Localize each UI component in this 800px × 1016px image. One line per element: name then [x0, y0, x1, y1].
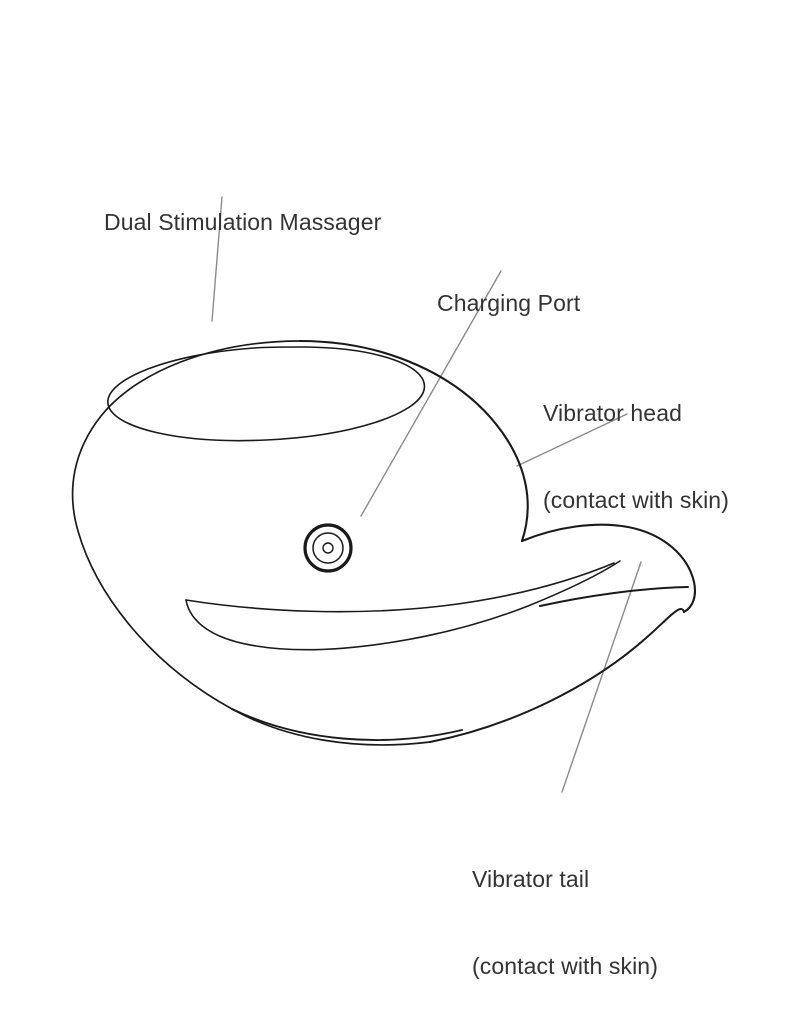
- leader-line-charging: [360, 270, 502, 517]
- product-body-bottom-outline: [231, 708, 463, 741]
- vibrator-tail-underside: [429, 608, 685, 743]
- top-rim-oval: [107, 346, 426, 442]
- leader-lines: [211, 196, 642, 793]
- label-dual-stimulation-massager: Dual Stimulation Massager: [104, 150, 381, 295]
- label-line: Charging Port: [437, 290, 581, 316]
- label-line-secondary: (contact with skin): [472, 953, 658, 979]
- leader-line-massager: [211, 196, 223, 322]
- charging-port-outer-ring: [303, 523, 353, 573]
- vibrator-tail-upper: [520, 523, 697, 614]
- label-charging-port: Charging Port: [437, 231, 580, 376]
- crescent-groove: [185, 562, 615, 613]
- charging-port-middle-ring: [312, 532, 344, 564]
- product-body-outline: [298, 339, 529, 543]
- label-vibrator-tail: Vibrator tail (contact with skin): [472, 807, 658, 1016]
- label-line: Vibrator head: [543, 400, 682, 426]
- leader-line-head: [516, 413, 628, 467]
- product-body-left-outline: [71, 340, 431, 746]
- tail-seam-line: [539, 586, 689, 607]
- crescent-groove-lower: [185, 560, 621, 651]
- label-vibrator-head: Vibrator head (contact with skin): [543, 341, 729, 573]
- label-line: Dual Stimulation Massager: [104, 209, 382, 235]
- charging-port-center-dot: [322, 542, 334, 554]
- label-line: Vibrator tail: [472, 866, 590, 892]
- label-line-secondary: (contact with skin): [543, 487, 729, 513]
- leader-line-tail: [561, 561, 642, 793]
